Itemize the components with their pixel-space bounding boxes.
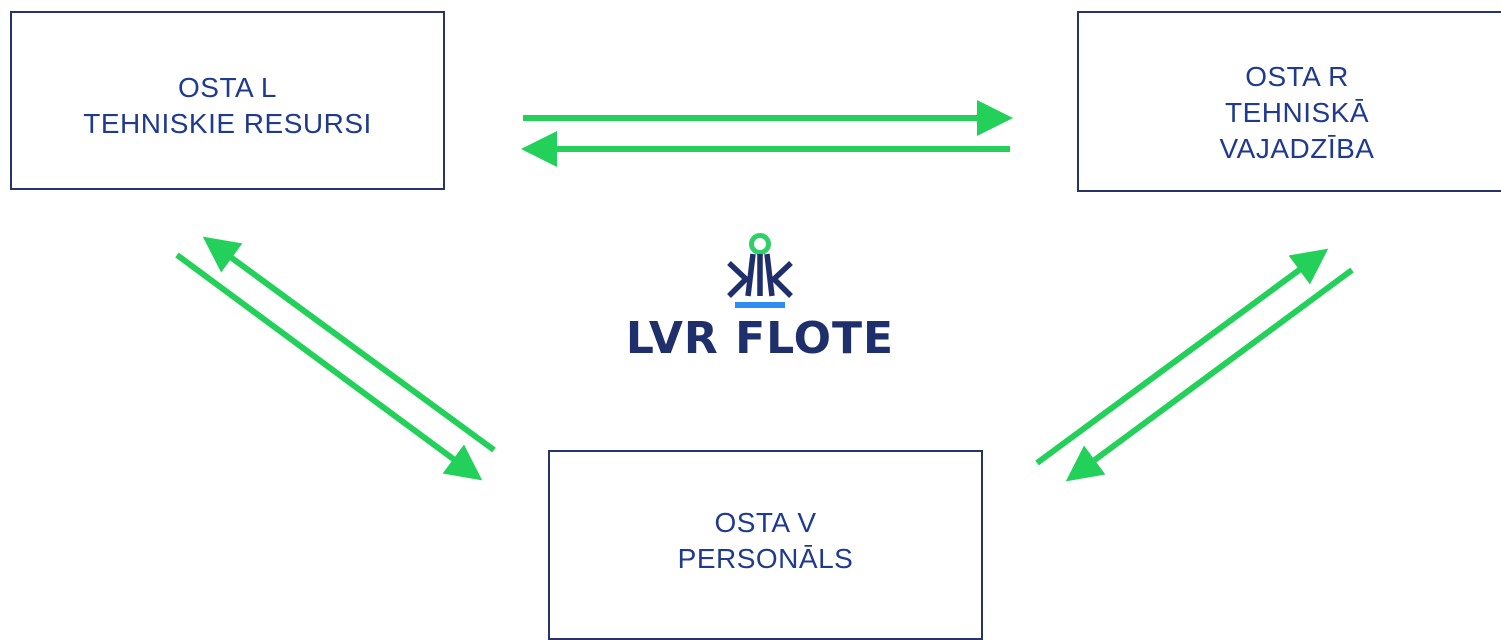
arrow-l-to-v	[175, 252, 483, 481]
node-osta-r-subtitle-1: TEHNISKĀ	[1224, 97, 1370, 128]
node-osta-v: OSTA V PERSONĀLS	[548, 450, 983, 640]
arrow-v-to-r	[1035, 248, 1329, 466]
node-osta-v-subtitle: PERSONĀLS	[677, 543, 854, 574]
node-osta-r: OSTA R TEHNISKĀ VAJADZĪBA	[1077, 11, 1501, 192]
node-osta-v-title: OSTA V	[714, 507, 817, 538]
node-osta-r-subtitle-2: VAJADZĪBA	[1219, 133, 1375, 164]
node-osta-l-subtitle: TEHNISKIE RESURSI	[83, 108, 372, 139]
connection-arrows	[175, 100, 1354, 482]
arrow-r-to-v	[1065, 267, 1354, 482]
anchor-crown-icon	[727, 233, 793, 308]
node-osta-l: OSTA L TEHNISKIE RESURSI	[10, 11, 445, 190]
node-osta-l-title: OSTA L	[178, 72, 277, 103]
arrow-v-to-l	[202, 236, 496, 453]
logo-wordmark: LVR FLOTE	[625, 313, 895, 364]
lvr-flote-logo: LVR FLOTE	[580, 230, 940, 370]
node-osta-r-title: OSTA R	[1245, 61, 1349, 92]
